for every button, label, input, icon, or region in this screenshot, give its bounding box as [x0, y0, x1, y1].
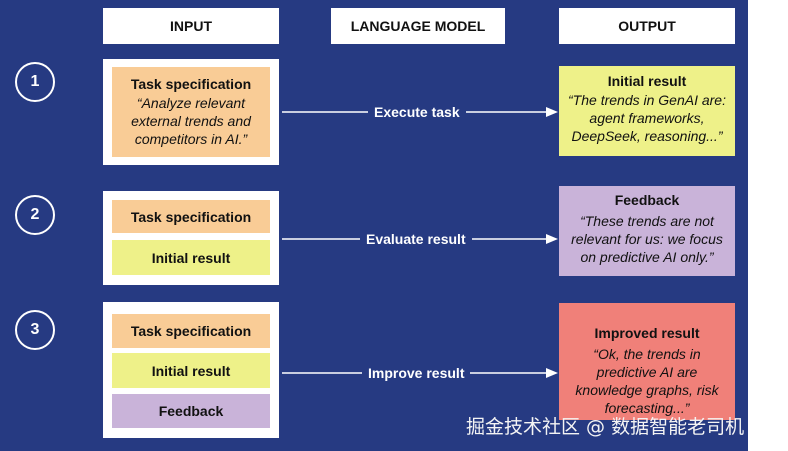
header-input: INPUT: [103, 8, 279, 44]
task-specification-title: Task specification: [130, 76, 252, 92]
task-specification-box: Task specification: [112, 314, 270, 348]
header-language-model: LANGUAGE MODEL: [331, 8, 505, 44]
initial-result-box: Initial result: [112, 353, 270, 388]
action-label-execute-task: Execute task: [368, 103, 466, 121]
improved-result-quote: “Ok, the trends in predictive AI are kno…: [575, 346, 719, 416]
step-2-number: 2: [15, 195, 55, 235]
step-1-input-card: Task specification “Analyze relevant ext…: [103, 59, 279, 165]
feedback-quote: “These trends are not relevant for us: w…: [571, 213, 723, 265]
feedback-output: Feedback “These trends are not relevant …: [559, 186, 735, 276]
initial-result-box: Initial result: [112, 240, 270, 275]
initial-result-quote: “The trends in GenAI are: agent framewor…: [568, 92, 726, 144]
step-1-number: 1: [15, 62, 55, 102]
feedback-title: Feedback: [614, 192, 680, 208]
task-specification-box: Task specification “Analyze relevant ext…: [112, 67, 270, 157]
initial-result-output: Initial result “The trends in GenAI are:…: [559, 66, 735, 156]
step-2-input-card: Task specification Initial result: [103, 191, 279, 285]
step-3-number: 3: [15, 310, 55, 350]
action-label-evaluate-result: Evaluate result: [360, 230, 472, 248]
watermark-text: 掘金技术社区 @ 数据智能老司机: [466, 416, 745, 438]
step-3-input-card: Task specification Initial result Feedba…: [103, 302, 279, 438]
improved-result-title: Improved result: [594, 325, 700, 341]
improved-result-output: Improved result “Ok, the trends in predi…: [559, 303, 735, 420]
header-output: OUTPUT: [559, 8, 735, 44]
task-specification-quote: “Analyze relevant external trends and co…: [131, 95, 251, 147]
task-specification-box: Task specification: [112, 200, 270, 233]
feedback-box: Feedback: [112, 394, 270, 428]
initial-result-title: Initial result: [607, 73, 687, 89]
action-label-improve-result: Improve result: [362, 364, 471, 382]
